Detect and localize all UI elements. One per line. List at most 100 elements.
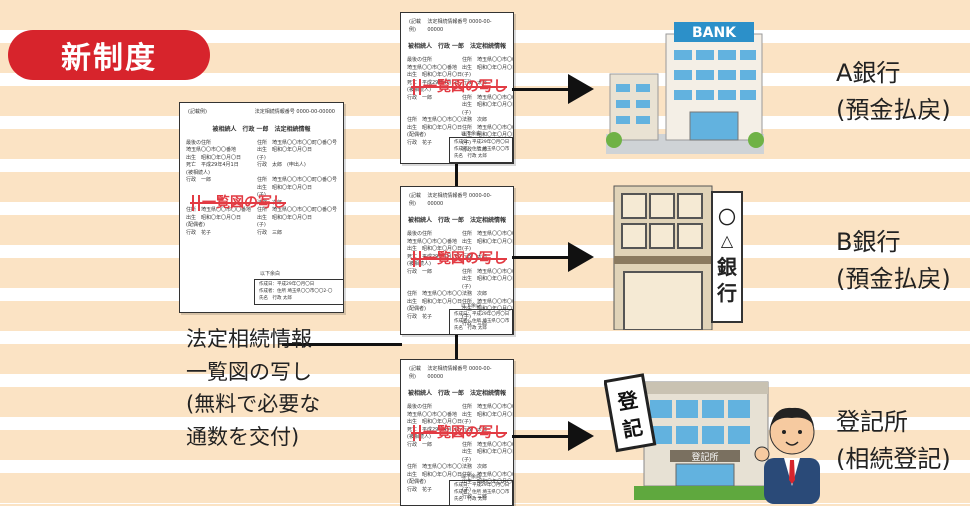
bank-b-label: B銀行 (預金払戻) xyxy=(836,224,951,298)
doc-text-line: 作成日：平成29年〇月〇日 xyxy=(259,282,315,287)
doc-title: 被相続人 行政 一郎 法定相続情報 xyxy=(212,125,311,133)
cert-label: 以下余白 xyxy=(260,271,281,277)
bank-a-building-icon: BANK xyxy=(606,22,764,154)
doc-header-left: (記載例) xyxy=(409,193,421,207)
main-document: (記載例) 法定相続情報番号 0000-00-00000 被相続人 行政 一郎 … xyxy=(179,102,344,313)
doc-text-line: 最後の住所 xyxy=(186,139,212,146)
doc-text-line xyxy=(407,449,462,457)
doc-text-line: 氏名 行政 太郎 xyxy=(454,325,487,331)
doc-text-line: 行政 太郎 (申出人) xyxy=(256,162,306,168)
doc-text-line: 出生 昭和〇年〇月〇日 xyxy=(462,102,514,108)
doc-text-line: 作成者：住所 埼玉県〇〇市〇〇2-〇 xyxy=(259,288,333,294)
doc-text-line: 死亡 平成29年4月1日 xyxy=(407,79,460,86)
registry-office-icon: 登記所 登 記 xyxy=(604,373,820,504)
registry-label: 登記所 (相続登記) xyxy=(836,404,951,478)
doc-text-line: (子) xyxy=(462,313,471,320)
doc-text-line: 出生 昭和〇年〇月〇日 xyxy=(256,184,312,191)
doc-text-line: 住所 埼玉県〇〇市〇〇町〇番〇号 xyxy=(256,177,337,183)
cert-label: 以下余白 xyxy=(461,303,482,309)
doc-header-right: 法定相続情報番号 0000-00-00000 xyxy=(427,19,492,33)
doc-text-line: 出生 昭和〇年〇月〇日 xyxy=(186,214,242,221)
doc-text-line: (被相続人) xyxy=(186,169,210,176)
arrow-to-bank-b xyxy=(512,256,570,259)
doc-right-column: 住所 埼玉県〇〇市〇〇町〇番出生 昭和〇年〇月〇日(子)行政 太郎 住所 埼玉県… xyxy=(462,404,514,502)
doc-text-line xyxy=(407,276,462,284)
doc-text-line: 最後の住所 xyxy=(407,231,433,237)
copy-stamp: 一覧図の写し xyxy=(411,77,507,98)
doc-header-left: (記載例) xyxy=(409,19,421,33)
doc-left-column: 最後の住所埼玉県〇〇市〇〇番地出生 昭和〇年〇月〇日死亡 平成29年4月1日(被… xyxy=(407,57,462,155)
caption-line: (無料で必要な xyxy=(186,392,321,417)
caption-line: 一覧図の写し xyxy=(186,359,312,384)
bank-a-name: A銀行 xyxy=(836,59,901,87)
doc-text-line: 行政 花子 xyxy=(186,229,212,236)
doc-text-line: (子) xyxy=(256,192,266,198)
doc-text-line xyxy=(257,170,337,178)
doc-header-left: (記載例) xyxy=(409,366,421,380)
arrow-head-icon xyxy=(568,421,594,451)
new-system-badge: 新制度 xyxy=(8,30,210,80)
doc-text-line: 住所 埼玉県〇〇市〇〇町〇番〇号 xyxy=(256,207,337,213)
doc-title: 被相続人 行政 一郎 法定相続情報 xyxy=(407,217,507,224)
doc-text-line: 住所 埼玉県〇〇市〇〇町〇番 xyxy=(462,404,513,410)
doc-text-line: (配偶者) xyxy=(186,222,205,228)
doc-text-line: (被相続人) xyxy=(407,261,431,267)
doc-text-line xyxy=(407,110,462,118)
doc-text-line: (子) xyxy=(462,72,471,78)
doc-text-line: 出生 昭和〇年〇月〇日 xyxy=(462,276,514,282)
doc-text-line: 住所 埼玉県〇〇市〇〇町〇番 xyxy=(462,298,513,305)
doc-right-column: 住所 埼玉県〇〇市〇〇町〇番出生 昭和〇年〇月〇日(子)行政 太郎 住所 埼玉県… xyxy=(462,57,514,155)
doc-title: 被相続人 行政 一郎 法定相続情報 xyxy=(407,43,507,50)
doc-text-line: 行政 一郎 xyxy=(407,268,433,275)
doc-text-line: 出生 昭和〇年〇月〇日 xyxy=(256,147,312,153)
officer-icon xyxy=(754,407,820,504)
doc-text-line: 行政 三郎 xyxy=(462,147,488,153)
doc-text-line: 出生 昭和〇年〇月〇日 xyxy=(407,298,463,305)
doc-text-line: 住所 埼玉県〇〇市〇〇番地 xyxy=(186,207,252,213)
doc-text-line: 行政 一郎 xyxy=(186,177,212,183)
certification-box: 作成日：平成29年〇月〇日作成者：住所 埼玉県〇〇市〇〇2-〇氏名 行政 太郎 xyxy=(254,279,343,306)
doc-text-line: 行政 一郎 xyxy=(407,441,433,448)
left-caption: 法定相続情報 一覧図の写し (無料で必要な 通数を交付) xyxy=(186,323,320,453)
doc-text-line: 氏名 行政 太郎 xyxy=(454,496,487,502)
copy-stamp: 一覧図の写し xyxy=(411,249,507,270)
doc-text-line: 出生 昭和〇年〇月〇日 xyxy=(256,214,312,221)
caption-line: 通数を交付) xyxy=(186,424,300,449)
doc-text-line: (子) xyxy=(256,154,266,161)
doc-text-line: (配偶者) xyxy=(407,132,426,138)
doc-text-line: 出生 昭和〇年〇月〇日 xyxy=(407,72,463,78)
doc-left-column: 最後の住所埼玉県〇〇市〇〇番地出生 昭和〇年〇月〇日死亡 平成29年4月1日(被… xyxy=(407,404,462,502)
cert-label: 以下余白 xyxy=(461,131,482,137)
doc-text-line: 埼玉県〇〇市〇〇番地 xyxy=(407,411,458,418)
doc-text-line: 行政 三郎 xyxy=(256,229,282,236)
bank-b-name: B銀行 xyxy=(836,228,901,256)
arrow-head-icon xyxy=(568,74,594,104)
doc-text-line: 住所 埼玉県〇〇市〇〇町〇番 xyxy=(462,231,513,237)
doc-text-line: 住所 埼玉県〇〇市〇〇 xyxy=(407,464,463,470)
doc-text-line: 死亡 平成29年4月1日 xyxy=(407,426,460,433)
doc-text-line: (子) xyxy=(462,456,471,463)
doc-text-line: 埼玉県〇〇市〇〇番地 xyxy=(407,238,458,245)
doc-text-line: 住所 埼玉県〇〇市〇〇町〇番 xyxy=(462,57,513,63)
doc-text-line: 氏名 行政 太郎 xyxy=(454,153,487,159)
doc-text-line: 出生 昭和〇年〇月〇日 xyxy=(407,419,463,425)
doc-text-line: (子) xyxy=(256,222,266,228)
doc-text-line: 作成者：住所 埼玉県〇〇市 xyxy=(454,489,510,495)
doc-text-line: 行政 花子 xyxy=(407,486,433,493)
doc-text-line: (子) xyxy=(462,246,471,252)
registry-name: 登記所 xyxy=(836,408,908,436)
certification-box: 作成日：平成29年〇月〇日作成者：住所 埼玉県〇〇市氏名 行政 太郎 xyxy=(449,480,513,505)
doc-left-column: 最後の住所埼玉県〇〇市〇〇番地出生 昭和〇年〇月〇日死亡 平成29年4月1日(被… xyxy=(186,140,257,238)
doc-text-line: (配偶者) xyxy=(407,479,426,485)
doc-text-line: 最後の住所 xyxy=(407,57,433,63)
doc-text-line: 法務 次郎 xyxy=(462,117,488,123)
doc-text-line: 行政 一郎 xyxy=(407,94,433,101)
doc-text-line: 出生 昭和〇年〇月〇日 xyxy=(407,124,463,131)
doc-text-line: 住所 埼玉県〇〇市〇〇町〇番 xyxy=(462,471,513,478)
doc-text-line: 行政 太郎 xyxy=(462,253,488,260)
doc-text-line: 作成日：平成29年〇月〇日 xyxy=(454,140,510,145)
doc-text-line: (被相続人) xyxy=(407,434,431,440)
doc-text-line: 住所 埼玉県〇〇市〇〇 xyxy=(407,291,463,297)
doc-text-line: 死亡 平成29年4月1日 xyxy=(186,162,239,168)
doc-text-line: 出生 昭和〇年〇月〇日 xyxy=(462,479,514,485)
